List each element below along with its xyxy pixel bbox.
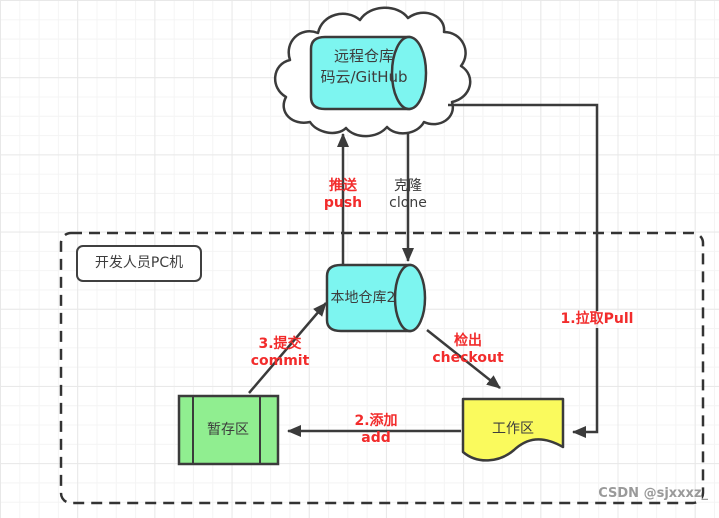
staging-area-box xyxy=(177,394,280,466)
checkout-edge-label: 检出 checkout xyxy=(426,333,510,367)
clone-edge-label-zh: 克隆 xyxy=(394,178,422,194)
commit-edge-label: 3.提交 commit xyxy=(244,336,316,370)
clone-edge-label-en: clone xyxy=(389,195,427,211)
checkout-edge-label-en: checkout xyxy=(432,350,504,366)
developer-pc-label: 开发人员PC机 xyxy=(94,255,184,271)
pull-edge-label-text: 1.拉取Pull xyxy=(558,311,636,328)
add-edge-label-zh: 2.添加 xyxy=(354,413,398,429)
developer-pc-boundary xyxy=(59,231,705,505)
local-repo-cylinder-body xyxy=(325,263,412,333)
commit-edge-label-en: commit xyxy=(250,353,310,369)
remote-repo-cylinder-cap xyxy=(390,35,428,111)
checkout-arrow xyxy=(426,329,501,389)
local-repo-cylinder-cap xyxy=(393,263,427,333)
working-area-document xyxy=(461,397,565,462)
working-area-label: 工作区 xyxy=(492,421,534,437)
pull-arrow xyxy=(448,103,599,438)
local-repo-label: 本地仓库2 xyxy=(330,290,396,306)
push-edge-label: 推送 push xyxy=(308,178,378,212)
pull-edge-label: 1.拉取Pull xyxy=(558,311,636,328)
clone-edge-label: 克隆 clone xyxy=(377,178,439,212)
add-edge-label-en: add xyxy=(361,430,391,446)
remote-repo-label-line1: 远程仓库 xyxy=(333,47,394,65)
remote-repo-label: 远程仓库 码云/GitHub xyxy=(294,46,434,88)
checkout-edge-label-zh: 检出 xyxy=(454,333,482,349)
developer-pc-label-box xyxy=(76,245,202,282)
remote-repo-cylinder-body xyxy=(309,35,411,111)
commit-edge-label-zh: 3.提交 xyxy=(258,336,302,352)
commit-arrow xyxy=(248,302,327,394)
push-edge-label-zh: 推送 xyxy=(329,178,357,194)
remote-repo-label-line2: 码云/GitHub xyxy=(320,68,408,86)
staging-area-label: 暂存区 xyxy=(207,422,249,438)
add-edge-label: 2.添加 add xyxy=(340,413,412,447)
csdn-watermark: CSDN @sjxxxz_ xyxy=(598,486,708,501)
push-edge-label-en: push xyxy=(323,195,363,211)
